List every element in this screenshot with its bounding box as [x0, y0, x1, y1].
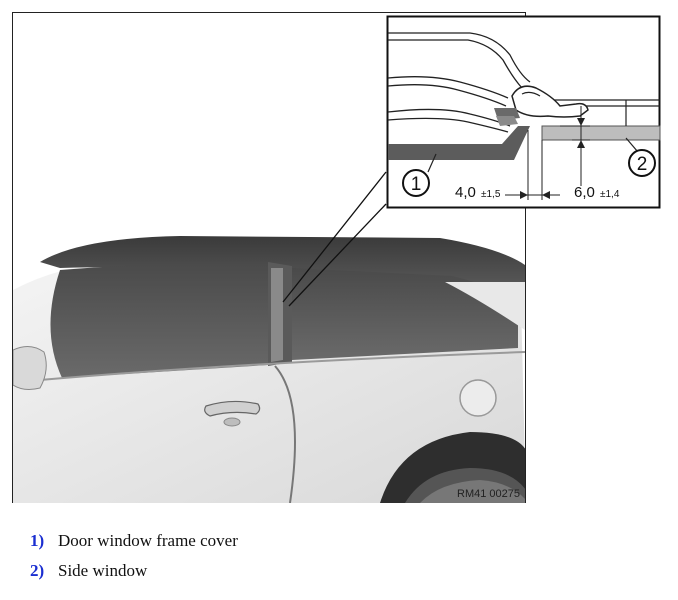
- dimension-4-tolerance: ±1,5: [481, 189, 501, 200]
- callout-1-circle: [402, 169, 430, 197]
- callout-1-label: 1: [411, 174, 422, 195]
- dimension-6-value: 6,0: [574, 184, 595, 201]
- legend-label: Door window frame cover: [58, 531, 238, 550]
- reference-code: RM41 00275: [457, 488, 520, 500]
- leader-line: [282, 171, 387, 303]
- legend-item-2: 2) Side window: [30, 561, 147, 581]
- door-frame-diagram: 1 2 4,0 ±1,5 6,0 ±1,4 RM41 00275: [12, 12, 661, 503]
- leader-line: [288, 203, 387, 307]
- callout-2-circle: [628, 149, 656, 177]
- legend-number: 2): [30, 561, 45, 580]
- legend-item-1: 1) Door window frame cover: [30, 531, 238, 551]
- callout-2-label: 2: [637, 154, 648, 175]
- seal-detail-drawing: [387, 32, 661, 200]
- legend-label: Side window: [58, 561, 148, 580]
- legend-number: 1): [30, 531, 45, 550]
- car-illustration: [13, 236, 525, 503]
- dimension-6-tolerance: ±1,4: [600, 189, 620, 200]
- dimension-4-value: 4,0: [455, 184, 476, 201]
